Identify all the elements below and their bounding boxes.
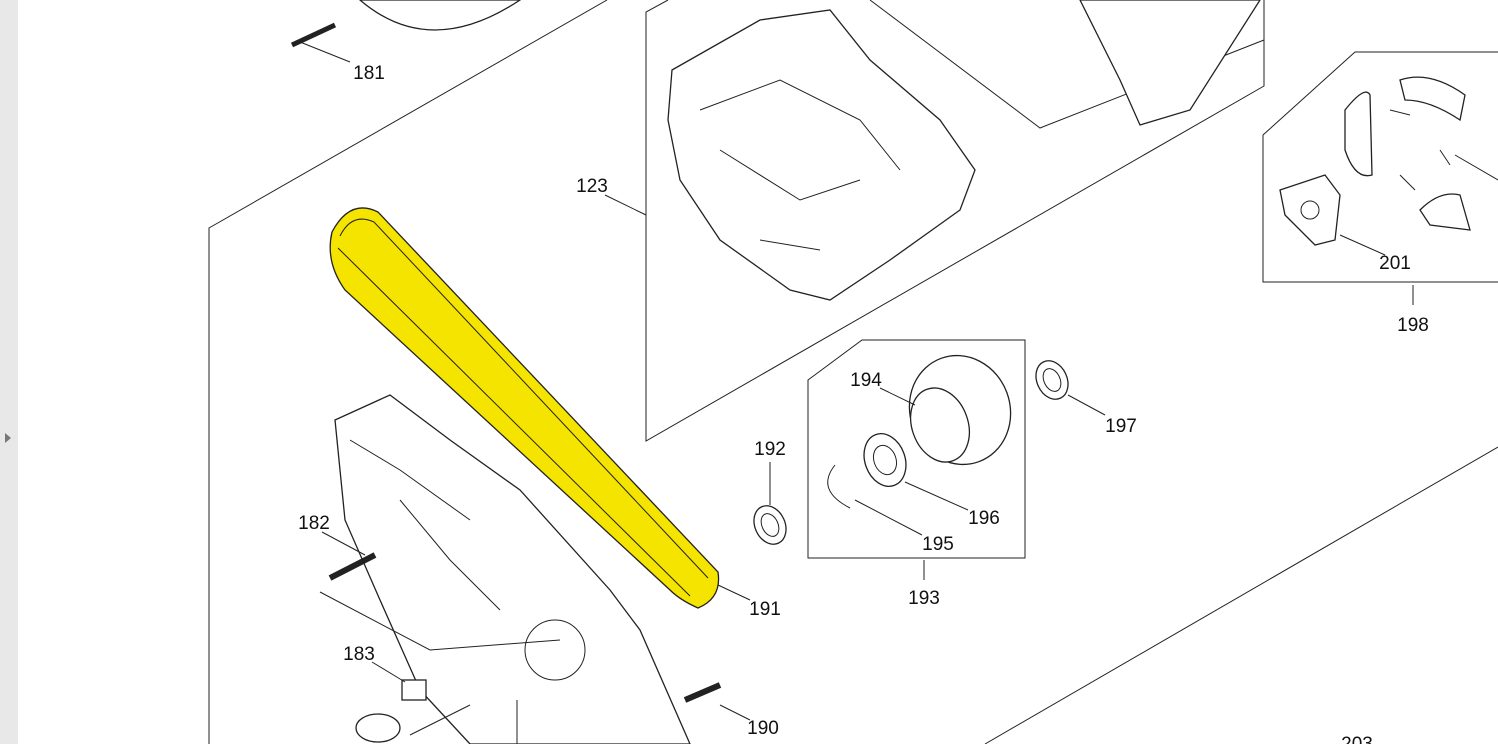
- callout-182[interactable]: 182: [298, 513, 330, 534]
- callout-196[interactable]: 196: [968, 508, 1000, 529]
- part-191-belt[interactable]: [329, 207, 751, 609]
- part-belt-cover[interactable]: [319, 394, 751, 744]
- callout-183[interactable]: 183: [343, 644, 375, 665]
- callout-193[interactable]: 193: [908, 588, 940, 609]
- callout-203[interactable]: 203: [1341, 734, 1373, 744]
- belt-highlight: [329, 207, 720, 609]
- callout-181[interactable]: 181: [353, 63, 385, 84]
- callout-194[interactable]: 194: [850, 370, 882, 391]
- part-181[interactable]: [290, 0, 522, 63]
- part-192-seal[interactable]: [748, 462, 792, 549]
- side-panel: [0, 0, 18, 744]
- frame-lines: [208, 0, 1498, 744]
- expand-panel-icon[interactable]: [5, 433, 11, 443]
- callout-192[interactable]: 192: [754, 439, 786, 460]
- callout-201[interactable]: 201: [1379, 253, 1411, 274]
- part-198-clutch[interactable]: [1279, 76, 1498, 305]
- callout-191[interactable]: 191: [749, 599, 781, 620]
- callout-198[interactable]: 198: [1397, 315, 1429, 336]
- parts-diagram: 181 123 201 198 194 197 192 196 195 193 …: [208, 0, 1498, 744]
- part-197-seal[interactable]: [1030, 356, 1106, 416]
- callout-123[interactable]: 123: [576, 176, 608, 197]
- part-123[interactable]: [604, 0, 1261, 301]
- part-193-drum[interactable]: [827, 341, 1026, 580]
- callout-197[interactable]: 197: [1105, 416, 1137, 437]
- callout-195[interactable]: 195: [922, 534, 954, 555]
- callouts: 181 123 201 198 194 197 192 196 195 193 …: [298, 63, 1429, 744]
- callout-190[interactable]: 190: [747, 718, 779, 739]
